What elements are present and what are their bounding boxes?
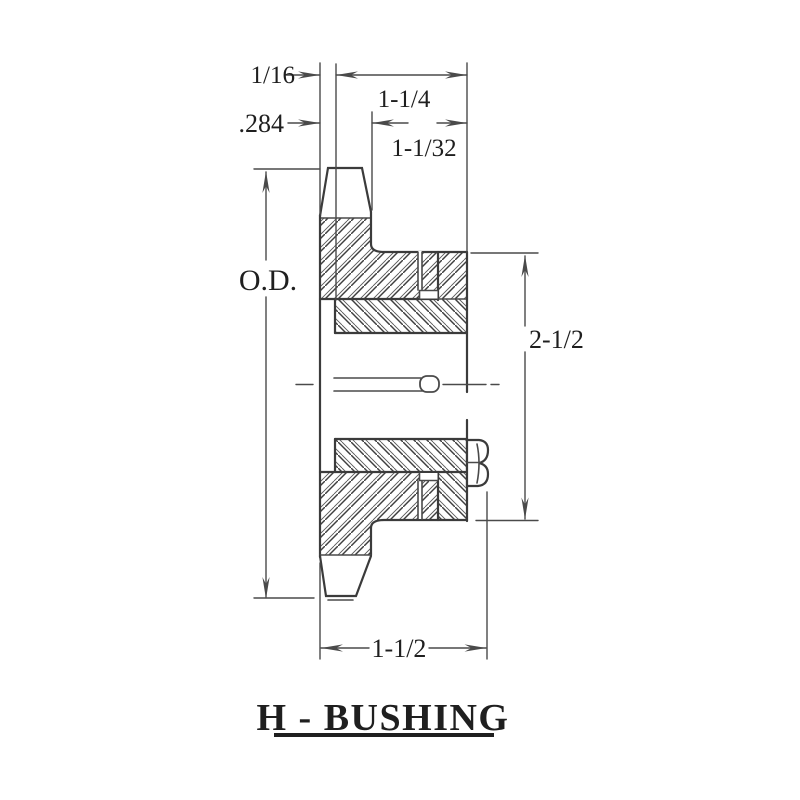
upper-split-slot — [418, 251, 422, 290]
dimension-label-284: .284 — [239, 109, 285, 138]
drawing-title-block: H - BUSHING — [257, 697, 510, 739]
hatch-lower-bushing — [335, 439, 467, 472]
section-hatch-regions — [320, 218, 467, 555]
hatch-lower-flange — [438, 472, 467, 520]
keyway-end-cap — [419, 375, 440, 393]
drawing-title: H - BUSHING — [257, 697, 510, 739]
hatch-lower-sprocket — [320, 472, 438, 555]
hex-bolt-inner-arc — [476, 443, 480, 484]
upper-clearance-notch — [419, 290, 438, 299]
bushing-split-slots — [417, 251, 439, 520]
lower-split-slot — [418, 481, 422, 519]
bottom-tooth-profile — [318, 554, 373, 598]
drawing-title-underline — [274, 733, 494, 737]
dimension-label-1-16: 1/16 — [251, 62, 295, 89]
dimension-label-1-1-4: 1-1/4 — [378, 86, 431, 113]
hub-bottom-face-plate-right — [369, 518, 469, 557]
dimension-label-1-1-2: 1-1/2 — [372, 634, 427, 663]
dimension-label-od: O.D. — [239, 264, 297, 297]
hatch-upper-sprocket — [320, 218, 467, 299]
lower-clearance-notch — [419, 473, 438, 481]
dimension-lines — [253, 62, 539, 660]
hatch-upper-bushing — [335, 299, 467, 333]
dimension-label-2-1-2: 2-1/2 — [529, 325, 584, 354]
top-tooth-profile — [318, 166, 373, 218]
sprocket-section-outline — [318, 166, 469, 601]
plate-right-face-hub-top — [369, 210, 469, 254]
hex-bolt — [465, 438, 490, 488]
dimension-label-1-1-32: 1-1/32 — [391, 135, 456, 162]
keyway — [333, 375, 440, 393]
